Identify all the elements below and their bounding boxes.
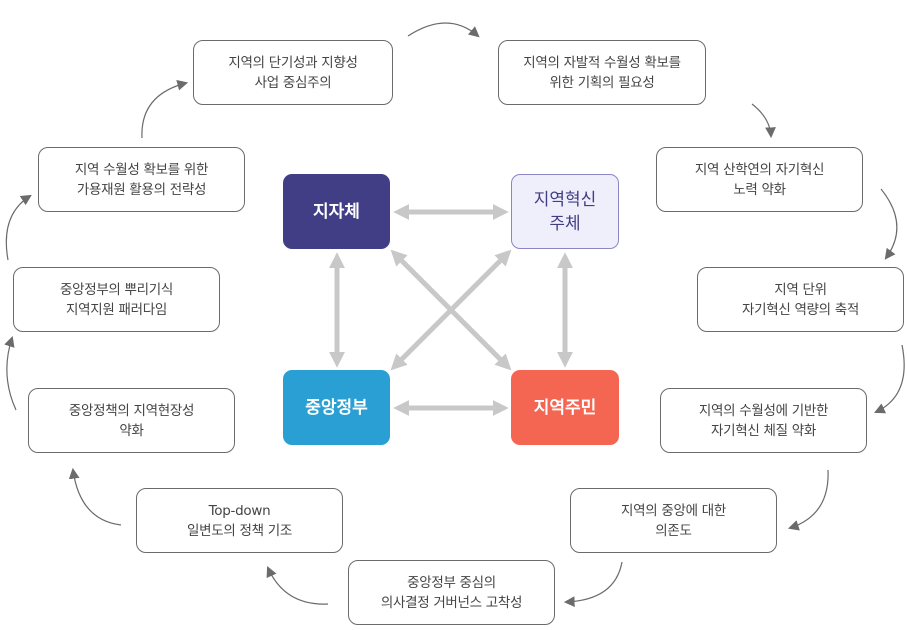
actor-label: 지역혁신 주체 bbox=[533, 189, 597, 234]
cycle-box-capacity-accumulation: 지역 단위 자기혁신 역량의 축적 bbox=[697, 267, 904, 332]
cycle-arrow-8 bbox=[68, 467, 122, 526]
cycle-box-scatter-support-paradigm: 중앙정부의 뿌리기식 지역지원 패러다임 bbox=[13, 267, 220, 332]
cycle-arrow-4 bbox=[874, 344, 905, 414]
cycle-box-text: 지역 단위 자기혁신 역량의 축적 bbox=[741, 281, 860, 318]
cycle-box-text: 중앙정부의 뿌리기식 지역지원 패러다임 bbox=[59, 281, 174, 318]
cycle-arrow-1 bbox=[407, 22, 480, 38]
cycle-box-top-down-policy: Top-down 일변도의 정책 기조 bbox=[136, 488, 343, 553]
cycle-arrow-6 bbox=[563, 561, 623, 608]
cycle-box-text: 지역의 단기성과 지향성 사업 중심주의 bbox=[228, 54, 358, 91]
actor-label: 지자체 bbox=[313, 201, 360, 222]
cycle-box-text: 지역의 중앙에 대한 의존도 bbox=[621, 502, 726, 539]
actor-label: 지역주민 bbox=[533, 397, 597, 418]
cycle-box-text: 지역의 수월성에 기반한 자기혁신 체질 약화 bbox=[698, 402, 829, 439]
cycle-box-resource-strategy: 지역 수월성 확보를 위한 가용재원 활용의 전략성 bbox=[38, 147, 245, 212]
link-arrow-innovation-central bbox=[390, 249, 512, 371]
cycle-arrow-3 bbox=[880, 188, 898, 260]
cycle-box-governance-rigidity: 중앙정부 중심의 의사결정 거버넌스 고착성 bbox=[348, 560, 555, 625]
actor-local-residents: 지역주민 bbox=[511, 370, 619, 445]
cycle-box-field-relevance-weakening: 중앙정책의 지역현장성 약화 bbox=[28, 388, 235, 453]
cycle-box-text: 중앙정부 중심의 의사결정 거버넌스 고착성 bbox=[380, 574, 523, 611]
cycle-box-text: Top-down 일변도의 정책 기조 bbox=[187, 502, 292, 539]
cycle-arrow-5 bbox=[787, 469, 829, 531]
cycle-box-text: 중앙정책의 지역현장성 약화 bbox=[68, 402, 195, 439]
cycle-box-short-term-performance: 지역의 단기성과 지향성 사업 중심주의 bbox=[193, 40, 393, 105]
actor-central-government: 중앙정부 bbox=[283, 370, 390, 445]
actor-regional-innovation-agent: 지역혁신 주체 bbox=[511, 174, 619, 249]
cycle-arrow-11 bbox=[141, 79, 189, 139]
cycle-box-voluntary-planning: 지역의 자발적 수월성 확보를 위한 기획의 필요성 bbox=[498, 40, 706, 105]
cycle-arrow-2 bbox=[751, 103, 776, 139]
cycle-box-text: 지역 수월성 확보를 위한 가용재원 활용의 전략성 bbox=[74, 161, 209, 198]
actor-local-government: 지자체 bbox=[283, 174, 390, 249]
actor-label: 중앙정부 bbox=[305, 397, 368, 418]
cycle-box-innovation-effort-weakening: 지역 산학연의 자기혁신 노력 약화 bbox=[656, 147, 863, 212]
cycle-box-text: 지역 산학연의 자기혁신 노력 약화 bbox=[694, 161, 825, 198]
cycle-box-text: 지역의 자발적 수월성 확보를 위한 기획의 필요성 bbox=[523, 54, 681, 91]
cycle-arrow-10 bbox=[5, 194, 32, 261]
cycle-arrow-7 bbox=[266, 566, 329, 605]
cycle-box-dependence-on-center: 지역의 중앙에 대한 의존도 bbox=[570, 488, 777, 553]
cycle-box-constitution-weakening: 지역의 수월성에 기반한 자기혁신 체질 약화 bbox=[660, 388, 867, 453]
cycle-arrow-9 bbox=[4, 335, 17, 411]
